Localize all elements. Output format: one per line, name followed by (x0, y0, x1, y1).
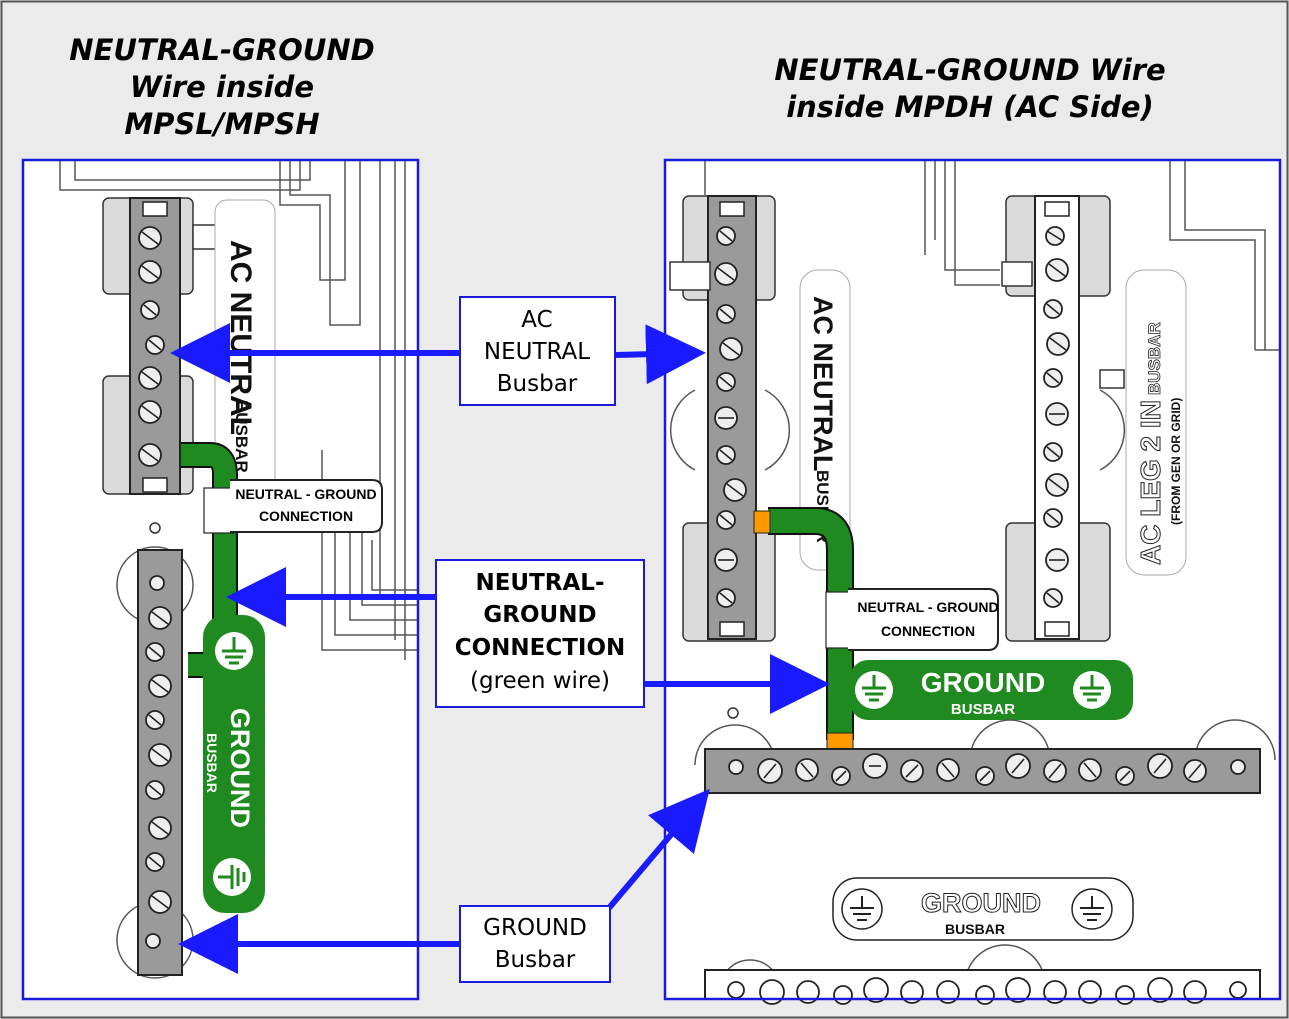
left-ng-tag-line2: CONNECTION (259, 508, 353, 524)
left-title-line3: MPSL/MPSH (124, 107, 319, 141)
left-panel: AC NEUTRAL BUSBAR NEUTRAL - GROUND CONNE… (23, 160, 418, 999)
right-lower-ground-text: GROUND (921, 888, 1041, 918)
callout-ng-sub: (green wire) (470, 668, 610, 694)
right-title-line2: inside MPDH (AC Side) (786, 90, 1154, 124)
callout-ng-line3: CONNECTION (455, 635, 626, 661)
callout-ng-line2: GROUND (483, 602, 596, 628)
callout-ground-line1: GROUND (483, 915, 587, 941)
right-leg2-sub-label: (FROM GEN OR GRID) (1169, 398, 1183, 525)
callout-ng-connection: NEUTRAL- GROUND CONNECTION (green wire) (436, 560, 644, 707)
left-ground-symbol-top (215, 632, 253, 670)
right-lower-ground-label: GROUND BUSBAR (833, 878, 1133, 940)
right-ground-busbar-label: BUSBAR (951, 701, 1015, 718)
callout-ground-line2: Busbar (495, 947, 576, 973)
left-ground-busbar-small: BUSBAR (204, 733, 220, 793)
left-title-line2: Wire inside (130, 70, 314, 104)
arrow-ac-neutral-right (615, 353, 694, 355)
callout-ground-busbar: GROUND Busbar (460, 906, 610, 982)
right-ground-symbol-right (1073, 671, 1111, 709)
right-title-line1: NEUTRAL-GROUND Wire (774, 53, 1165, 87)
callout-ac-neutral-line1: AC (521, 307, 552, 333)
left-ng-tag-line1: NEUTRAL - GROUND (235, 486, 376, 502)
left-ground-symbol-bottom (213, 858, 251, 896)
right-leg2-busbar-label: BUSBAR (1145, 322, 1164, 395)
right-ac-neutral-label: AC NEUTRAL (808, 296, 838, 472)
right-ng-tag-line1: NEUTRAL - GROUND (857, 599, 998, 615)
right-lower-ground-busbar-text: BUSBAR (945, 921, 1005, 937)
right-ng-tag-line2: CONNECTION (881, 623, 975, 639)
right-ground-label: GROUND (921, 667, 1045, 698)
callout-ac-neutral: AC NEUTRAL Busbar (460, 297, 615, 405)
right-ground-symbol-left (855, 671, 893, 709)
callout-ac-neutral-line2: NEUTRAL (484, 339, 590, 365)
right-leg2-label: AC LEG 2 IN (1135, 400, 1166, 565)
left-ground-label: GROUND (225, 708, 255, 828)
callout-ng-line1: NEUTRAL- (475, 570, 604, 596)
left-title-line1: NEUTRAL-GROUND (69, 33, 374, 67)
callout-ac-neutral-line3: Busbar (497, 371, 578, 397)
right-panel: AC NEUTRAL BUSBAR NEUTRAL - GROUND CONNE… (665, 160, 1280, 1004)
